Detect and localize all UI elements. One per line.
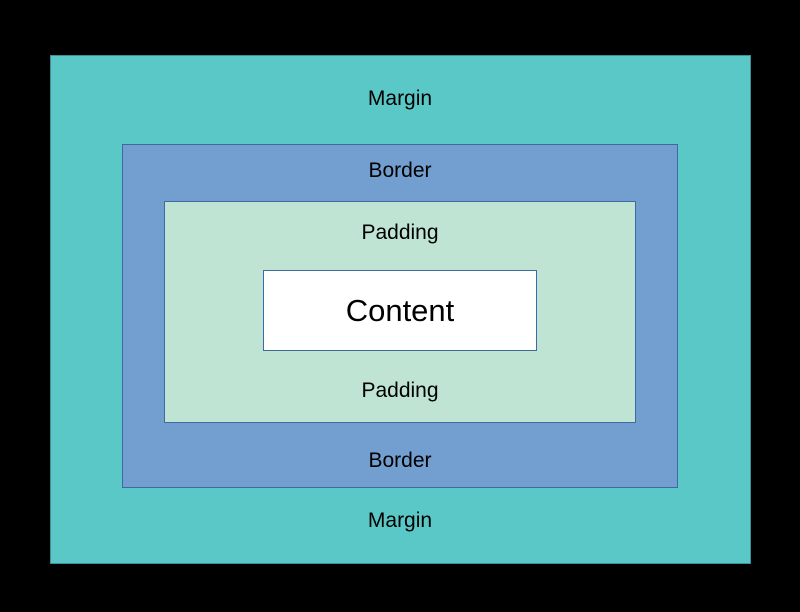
content-label: Content [345, 293, 455, 328]
content-layer [263, 270, 537, 351]
padding-bottom-label: Padding [361, 379, 439, 402]
border-top-label: Border [368, 159, 432, 182]
margin-top-label: Margin [367, 87, 433, 110]
border-bottom-label: Border [368, 449, 432, 472]
padding-top-label: Padding [361, 221, 439, 244]
margin-bottom-label: Margin [367, 509, 433, 532]
